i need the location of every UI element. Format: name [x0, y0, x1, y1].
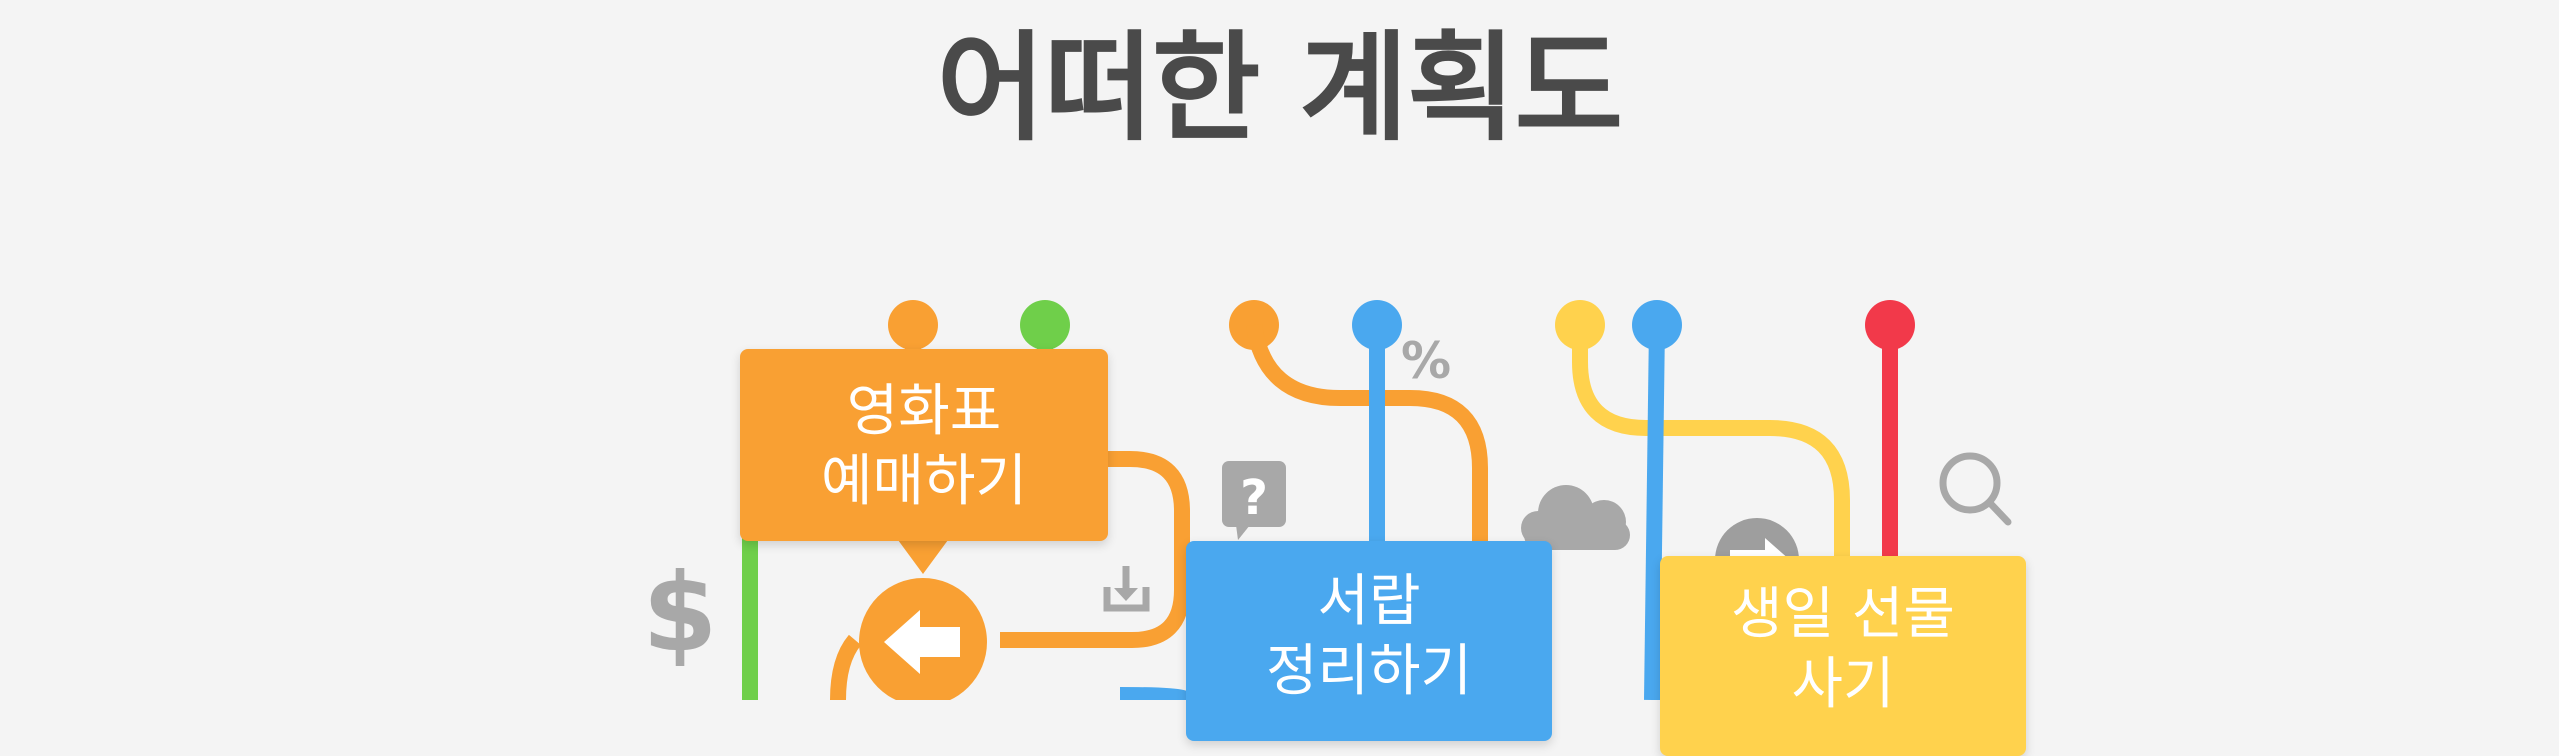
task-card-birthday-gift: 생일 선물 사기: [1660, 556, 2026, 756]
task-card-drawer: 서랍 정리하기: [1186, 541, 1552, 741]
task-card-movie-ticket: 영화표 예매하기: [740, 349, 1108, 541]
card-line: 서랍: [1317, 569, 1421, 634]
route-blue-2: [1632, 300, 1682, 700]
route-yellow: [1555, 300, 1850, 560]
card-line: 사기: [1791, 652, 1895, 717]
percent-icon: %: [1401, 332, 1451, 390]
arrow-left-icon: [859, 578, 987, 700]
search-icon: [1939, 452, 2012, 526]
route-orange-2: [1229, 300, 1488, 545]
route-green: [742, 300, 1070, 700]
card-line: 생일 선물: [1731, 582, 1955, 647]
card-line: 예매하기: [820, 449, 1028, 514]
page-title: 어떠한 계획도: [936, 19, 1623, 157]
route-blue-1: [1119, 300, 1402, 700]
svg-text:?: ?: [1240, 470, 1268, 526]
card-line: 정리하기: [1265, 639, 1473, 704]
route-red: [1865, 300, 1915, 560]
ticket-card-pointer: [898, 540, 948, 574]
dollar-icon: $: [642, 551, 717, 676]
question-icon: ?: [1222, 461, 1286, 540]
route-orange-1: [888, 300, 938, 360]
cloud-icon: [1521, 485, 1630, 550]
download-icon: [1103, 566, 1150, 612]
card-line: 영화표: [846, 379, 1002, 444]
route-orange-loop: [830, 451, 1190, 700]
